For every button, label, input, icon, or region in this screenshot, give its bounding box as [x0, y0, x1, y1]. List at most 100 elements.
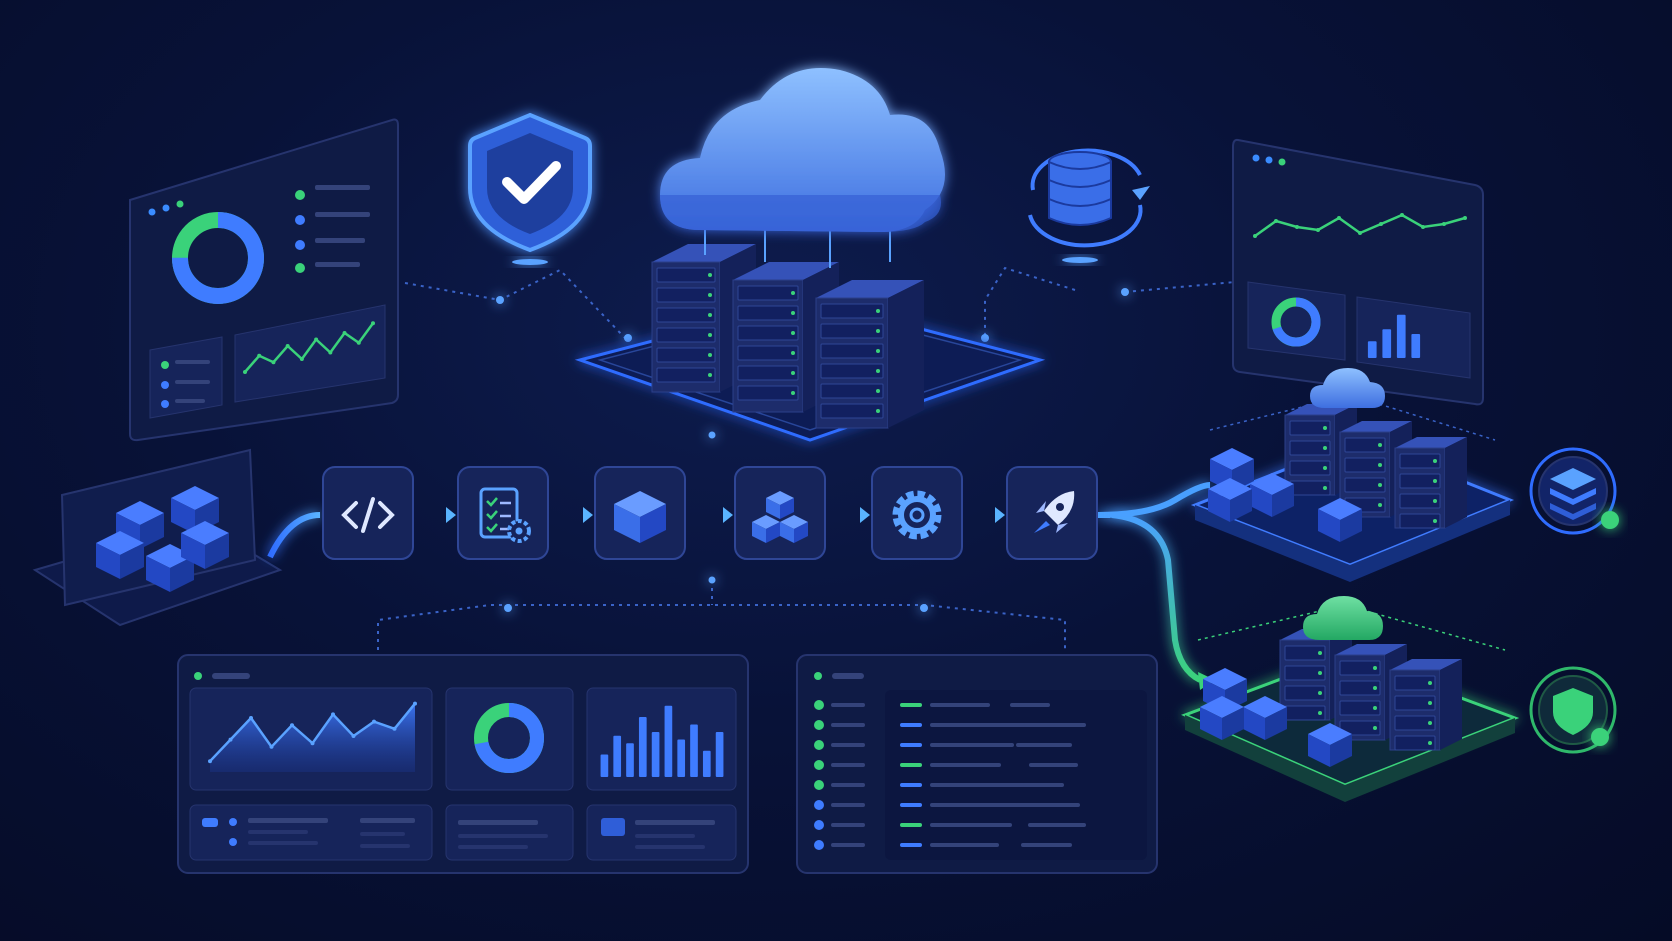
pipeline-stage	[871, 466, 963, 560]
cube-left	[766, 498, 780, 519]
source-repository-platform	[32, 448, 283, 627]
rack-unit	[1284, 665, 1326, 681]
rack-unit	[656, 327, 716, 343]
rack-led	[1378, 483, 1382, 487]
rack-led	[1428, 721, 1432, 725]
rack-unit	[1394, 715, 1436, 731]
log-token	[900, 703, 922, 707]
log-status-dot	[814, 820, 824, 830]
rack-unit	[820, 363, 884, 379]
main-server-racks	[651, 244, 924, 429]
stage-card	[457, 466, 549, 560]
rack-led	[1318, 671, 1322, 675]
cube-right	[640, 504, 666, 543]
rack-unit	[820, 343, 884, 359]
rack-unit	[1399, 513, 1441, 529]
log-text	[930, 763, 1001, 767]
cloud-icon	[1303, 596, 1383, 640]
data-point	[1253, 234, 1257, 238]
cube-right	[1330, 734, 1352, 767]
cube-left	[1250, 484, 1272, 517]
cube-right	[766, 522, 780, 543]
rack-unit	[1289, 420, 1331, 436]
rack-led	[876, 329, 880, 333]
cube-left	[780, 522, 794, 543]
log-text	[930, 803, 1025, 807]
rack-led	[791, 331, 795, 335]
cube-left	[614, 504, 640, 543]
flow-arrow-head	[446, 507, 456, 523]
rack-unit	[1339, 700, 1381, 716]
left-dashboard-line-chart	[243, 321, 375, 374]
rack-led	[791, 391, 795, 395]
right-dashboard-donut	[1271, 297, 1321, 347]
gear-icon	[892, 490, 942, 540]
window-dots	[148, 200, 184, 216]
rack-led	[1433, 499, 1437, 503]
log-token	[900, 803, 922, 807]
rack-unit	[1284, 685, 1326, 701]
database-sync-icon	[1028, 148, 1150, 263]
data-point	[314, 337, 319, 342]
rack-unit	[1344, 477, 1386, 493]
bottom-dashboard-area-chart	[208, 701, 417, 772]
rack-led	[1318, 651, 1322, 655]
cube-icon	[614, 491, 666, 543]
rack-top	[1395, 437, 1467, 448]
log-token	[900, 843, 922, 847]
data-point	[413, 701, 417, 706]
log-text	[1021, 843, 1072, 847]
rack-led	[1373, 666, 1377, 670]
data-point	[271, 360, 276, 365]
rack-led	[1378, 443, 1382, 447]
flow-arrow-head	[723, 507, 733, 523]
log-label	[831, 763, 865, 767]
green-env-badge	[1529, 666, 1617, 754]
cube-left	[1243, 707, 1265, 740]
rack-unit	[1284, 645, 1326, 661]
rack-led	[1323, 466, 1327, 470]
green-environment	[1181, 596, 1520, 802]
pipeline-stage	[734, 466, 826, 560]
gear-ring	[898, 496, 936, 534]
log-text	[930, 723, 1027, 727]
rack-led	[708, 293, 712, 297]
data-point	[356, 340, 361, 345]
log-token	[900, 823, 922, 827]
cloud-icon	[1310, 368, 1385, 408]
connector-dots	[496, 288, 1129, 612]
log-label	[831, 703, 865, 707]
rack-led	[1378, 503, 1382, 507]
cube-right	[1230, 489, 1252, 522]
rack-unit	[656, 267, 716, 283]
cube-right	[780, 498, 794, 519]
pipeline-stages	[322, 466, 1098, 560]
rack-unit	[737, 285, 799, 301]
rack-led	[1433, 519, 1437, 523]
pipeline-stage	[322, 466, 414, 560]
bar	[702, 750, 711, 777]
rack-led	[791, 291, 795, 295]
flow-arrow-head	[995, 507, 1005, 523]
shield-check-icon	[468, 112, 592, 265]
log-status-dot	[814, 720, 824, 730]
cube-right	[120, 543, 144, 579]
cube-right	[1265, 707, 1287, 740]
donut-segment	[172, 212, 264, 304]
pipeline-stage	[1006, 466, 1098, 560]
blue-env-servers	[1208, 404, 1467, 542]
rack-unit	[656, 347, 716, 363]
data-point	[269, 744, 274, 749]
cloud-server-cluster	[574, 68, 1046, 442]
data-point	[1295, 225, 1299, 229]
log-token	[900, 783, 922, 787]
rack-led	[1428, 701, 1432, 705]
cube-left	[1208, 489, 1230, 522]
bar	[677, 739, 686, 777]
data-point	[351, 734, 356, 738]
log-text	[1029, 763, 1078, 767]
rack-unit	[1399, 473, 1441, 489]
rack-side	[1445, 437, 1467, 528]
log-panel	[796, 654, 1158, 874]
